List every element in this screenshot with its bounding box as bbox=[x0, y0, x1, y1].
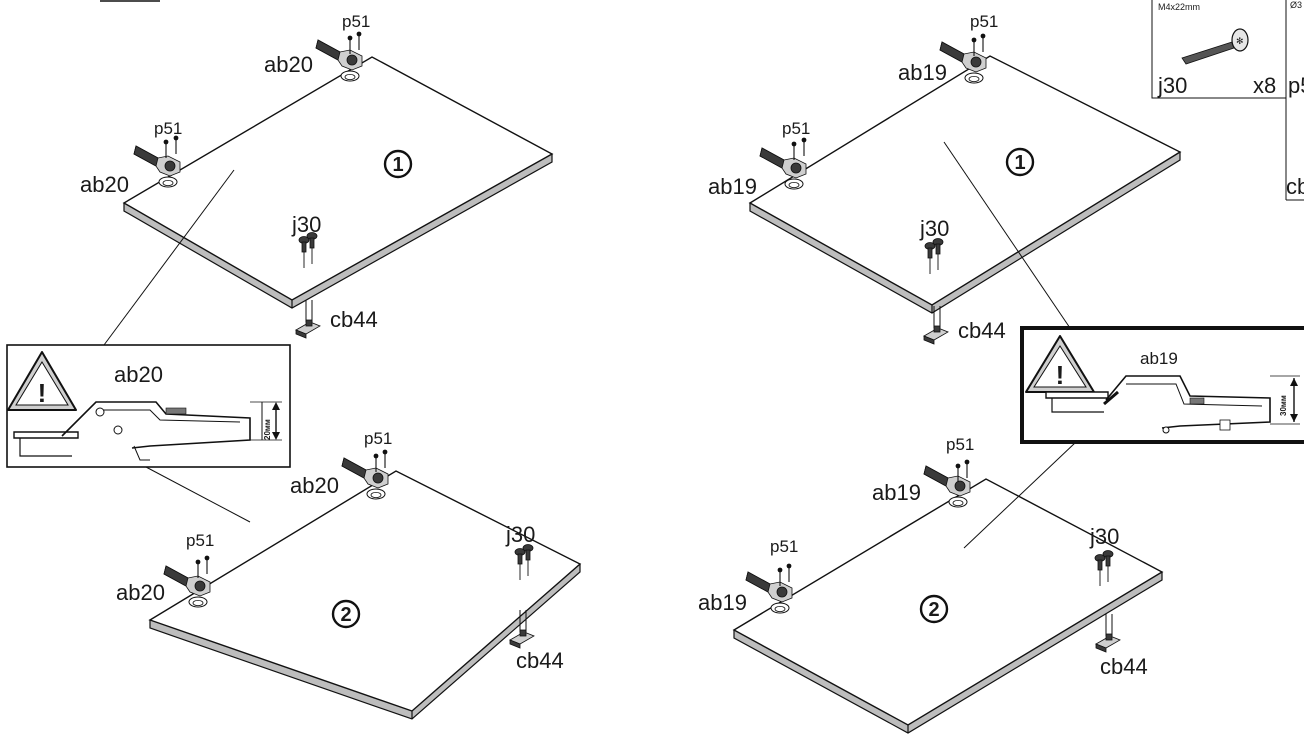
left-panel-1-badge: 1 bbox=[383, 149, 413, 179]
screw-illustration: ✻ bbox=[1181, 28, 1249, 65]
left-panel-2-hinge-a-label: ab20 bbox=[290, 473, 339, 498]
hardware-card: M4x22mm Ø3 ✻ j30 x8 p5 cb bbox=[1151, 0, 1304, 201]
right-panel-2-screw-b bbox=[777, 563, 792, 587]
left-panel-2: 2 p51 ab20 p51 ab20 j30 cb44 bbox=[116, 429, 582, 720]
right-panel-2-screw-a-label: p51 bbox=[946, 435, 974, 454]
right-panel-1-fastener-label: j30 bbox=[919, 216, 949, 241]
left-panel-1: 1 p51 ab20 p51 ab20 j30 cb44 bbox=[80, 12, 554, 339]
left-callout-dimension: 20мм bbox=[263, 419, 272, 440]
right-panel-1: 1 p51 ab19 p51 ab19 j30 cb44 bbox=[708, 12, 1182, 345]
left-panel-1-screw-b bbox=[163, 135, 179, 159]
right-panel-2-hinge-a-label: ab19 bbox=[872, 480, 921, 505]
right-callout-title: ab19 bbox=[1140, 349, 1178, 368]
left-leader-bottom bbox=[145, 466, 251, 523]
right-panel-2-fastener-label: j30 bbox=[1089, 524, 1119, 549]
right-warning-icon: ! bbox=[1025, 335, 1095, 393]
left-panel-2-screw-a bbox=[373, 449, 388, 473]
right-callout-hinge-profile: 30мм bbox=[1045, 375, 1300, 434]
left-callout-hinge-profile: 20мм bbox=[13, 401, 282, 461]
left-panel-2-hinge-b-label: ab20 bbox=[116, 580, 165, 605]
hardware-qty: x8 bbox=[1253, 73, 1276, 98]
hardware-cut-bottom: cb bbox=[1286, 174, 1304, 199]
right-leader-top bbox=[943, 141, 1071, 329]
left-panel-1-hinge-a bbox=[315, 39, 363, 82]
right-panel-2-screw-b-label: p51 bbox=[770, 537, 798, 556]
svg-text:2: 2 bbox=[928, 599, 939, 621]
right-panel-2-clip bbox=[1095, 613, 1121, 653]
right-panel-2-clip-label: cb44 bbox=[1100, 654, 1148, 679]
svg-text:✻: ✻ bbox=[1236, 36, 1244, 46]
left-panel-2-screw-b-label: p51 bbox=[186, 531, 214, 550]
right-panel-1-screw-b-label: p51 bbox=[782, 119, 810, 138]
left-panel-2-clip-label: cb44 bbox=[516, 648, 564, 673]
left-panel-2-fastener-label: j30 bbox=[505, 522, 535, 547]
hardware-size-text: M4x22mm bbox=[1158, 2, 1200, 12]
left-panel-1-screw-a-label: p51 bbox=[342, 12, 370, 31]
left-warning-icon: ! bbox=[7, 351, 77, 411]
right-callout-dimension: 30мм bbox=[1279, 395, 1288, 416]
svg-text:1: 1 bbox=[392, 154, 403, 176]
hardware-cut-top: Ø3 bbox=[1290, 0, 1302, 10]
left-panel-1-screw-b-label: p51 bbox=[154, 119, 182, 138]
left-panel-1-hinge-b-label: ab20 bbox=[80, 172, 129, 197]
left-panel-1-fastener-label: j30 bbox=[291, 212, 321, 237]
left-callout-title: ab20 bbox=[114, 362, 163, 387]
hardware-code: j30 bbox=[1157, 73, 1187, 98]
svg-text:!: ! bbox=[1056, 360, 1065, 390]
hardware-cut-mid: p5 bbox=[1288, 73, 1304, 98]
right-panel-1-screw-a bbox=[971, 33, 986, 57]
right-panel-1-clip-label: cb44 bbox=[958, 318, 1006, 343]
right-panel-1-screw-a-label: p51 bbox=[970, 12, 998, 31]
right-panel-2-hinge-a bbox=[923, 465, 971, 508]
right-panel-1-badge: 1 bbox=[1005, 147, 1035, 177]
right-panel-2-badge: 2 bbox=[919, 594, 949, 624]
right-panel-1-screw-b bbox=[791, 137, 807, 161]
svg-text:2: 2 bbox=[340, 604, 351, 626]
right-callout: ! ab19 30мм bbox=[1020, 326, 1304, 444]
left-panel-1-clip bbox=[295, 299, 321, 339]
left-panel-1-clip-label: cb44 bbox=[330, 307, 378, 332]
right-panel-2: 2 p51 ab19 p51 ab19 j30 cb44 bbox=[698, 435, 1164, 734]
left-callout: ! ab20 20мм bbox=[6, 344, 291, 468]
right-panel-1-hinge-a-label: ab19 bbox=[898, 60, 947, 85]
left-leader-top bbox=[103, 169, 235, 346]
right-panel-2-hinge-b-label: ab19 bbox=[698, 590, 747, 615]
left-panel-1-hinge-a-label: ab20 bbox=[264, 52, 313, 77]
right-leader-bottom bbox=[963, 441, 1077, 549]
svg-text:1: 1 bbox=[1014, 152, 1025, 174]
right-panel-1-clip bbox=[923, 305, 949, 345]
right-panel-2-hinge-b bbox=[745, 571, 793, 614]
left-panel-2-screw-a-label: p51 bbox=[364, 429, 392, 448]
left-panel-1-screw-a bbox=[347, 31, 362, 55]
left-panel-1-hinge-b bbox=[133, 145, 181, 188]
svg-text:!: ! bbox=[38, 378, 47, 408]
left-panel-2-badge: 2 bbox=[331, 599, 361, 629]
left-panel-2-screw-b bbox=[195, 555, 210, 579]
right-panel-1-hinge-b-label: ab19 bbox=[708, 174, 757, 199]
